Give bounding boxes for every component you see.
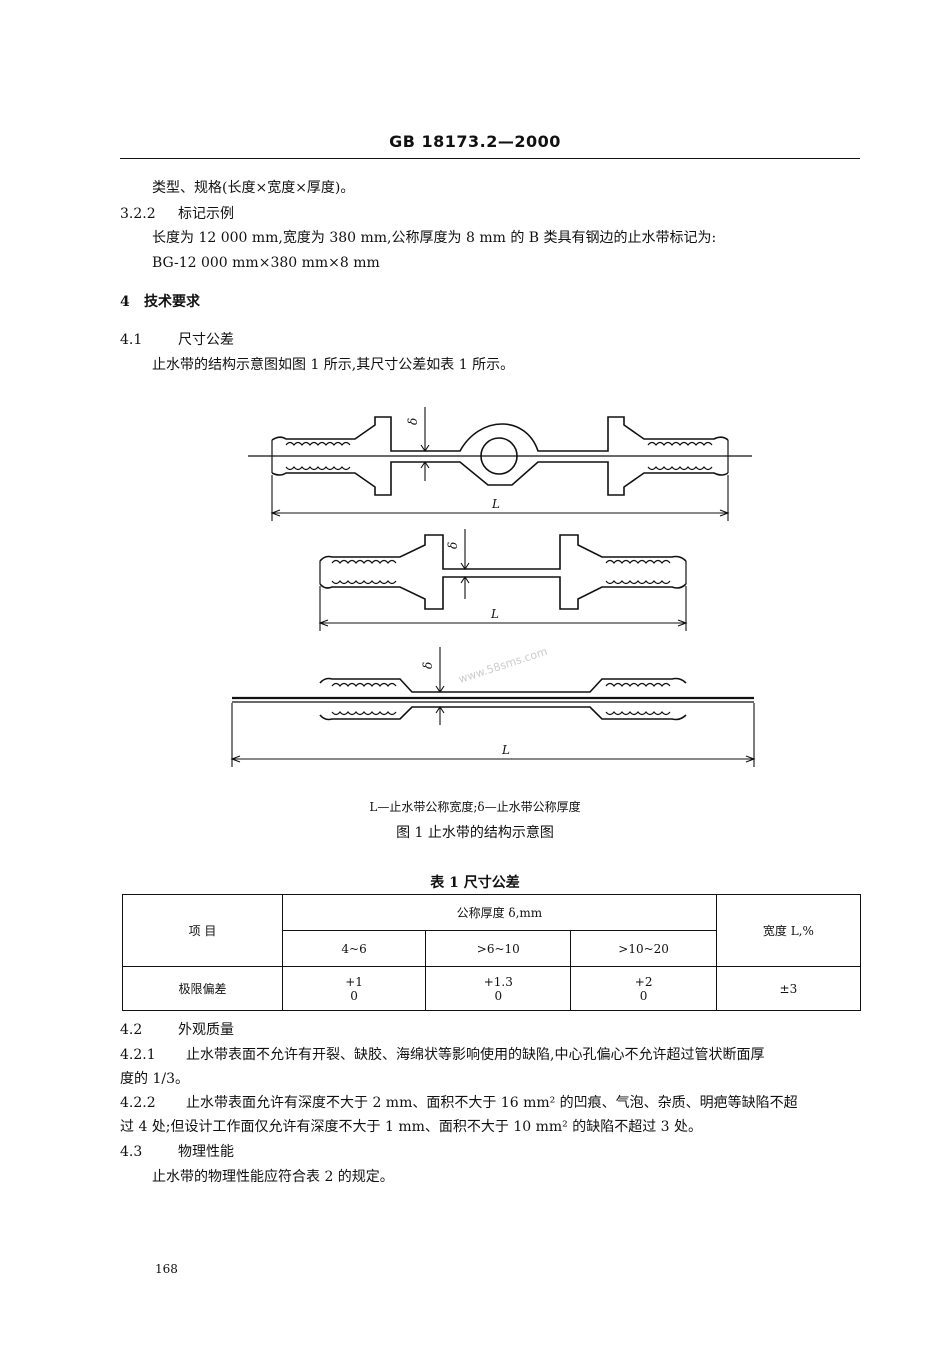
lower-deviation: 0	[494, 988, 503, 1003]
page-header: GB 18173.2—2000	[389, 132, 561, 151]
section-number: 3.2.2	[120, 206, 156, 222]
section-number: 4.1	[120, 332, 143, 348]
section-title: 技术要求	[144, 294, 200, 310]
range-cell: 4~6	[281, 930, 427, 967]
width-header: 宽度 L,%	[715, 894, 862, 967]
section-title: 标记示例	[178, 206, 234, 222]
thickness-label-b: δ	[446, 542, 460, 549]
row-label: 极限偏差	[122, 966, 283, 1011]
section-number: 4.2.1	[120, 1047, 156, 1063]
thickness-label-a: δ	[406, 418, 420, 425]
table-title: 表 1 尺寸公差	[430, 875, 520, 891]
figure-1-waterstop-diagrams: L L L δ δ δ www.58sms.com	[230, 407, 756, 767]
section-title: 尺寸公差	[178, 332, 234, 348]
section-3-2-2: 3.2.2 标记示例	[120, 204, 234, 224]
marking-example-text: 长度为 12 000 mm,宽度为 380 mm,公称厚度为 8 mm 的 B …	[152, 230, 717, 246]
lower-deviation: 0	[350, 988, 358, 1003]
thickness-header: 公称厚度 δ,mm	[281, 894, 717, 931]
section-4: 4 技术要求	[120, 292, 200, 312]
section-4-3: 4.3 物理性能	[120, 1142, 234, 1162]
thickness-label-c: δ	[421, 662, 435, 669]
section-title: 物理性能	[178, 1144, 234, 1160]
section-number: 4	[120, 294, 130, 310]
upper-deviation: +1	[345, 974, 363, 989]
upper-deviation: +1.3	[483, 974, 513, 989]
range-cell: >10~20	[570, 930, 717, 967]
diagram-steel-edge-waterstop	[230, 647, 756, 767]
type-spec-line: 类型、规格(长度×宽度×厚度)。	[152, 180, 355, 196]
diagram-flat-waterstop	[318, 529, 688, 631]
section-number: 4.3	[120, 1144, 143, 1160]
section-4-1-text: 止水带的结构示意图如图 1 所示,其尺寸公差如表 1 所示。	[152, 357, 515, 373]
figure-legend: L—止水带公称宽度;δ—止水带公称厚度	[369, 800, 581, 814]
figure-caption: 图 1 止水带的结构示意图	[396, 825, 554, 841]
section-4-2-2: 4.2.2 止水带表面允许有深度不大于 2 mm、面积不大于 16 mm² 的凹痕…	[120, 1093, 798, 1113]
section-4-2: 4.2 外观质量	[120, 1020, 234, 1040]
section-4-2-2-cont: 过 4 处;但设计工作面仅允许有深度不大于 1 mm、面积不大于 10 mm² …	[120, 1119, 703, 1135]
width-deviation-cell: ±3	[715, 966, 862, 1011]
lower-deviation: 0	[639, 988, 648, 1003]
section-text: 止水带表面允许有深度不大于 2 mm、面积不大于 16 mm² 的凹痕、气泡、杂…	[186, 1095, 798, 1111]
range-cell: >6~10	[425, 930, 572, 967]
header-rule	[120, 158, 860, 159]
section-number: 4.2	[120, 1022, 143, 1038]
section-text: 止水带表面不允许有开裂、缺胶、海绵状等影响使用的缺陷,中心孔偏心不允许超过管状断…	[186, 1047, 765, 1063]
section-4-2-1-cont: 度的 1/3。	[120, 1071, 189, 1087]
tolerance-table: 项 目 公称厚度 δ,mm 宽度 L,% 4~6 >6~10 >10~20 极限…	[122, 894, 862, 1011]
section-title: 外观质量	[178, 1022, 234, 1038]
section-4-2-1: 4.2.1 止水带表面不允许有开裂、缺胶、海绵状等影响使用的缺陷,中心孔偏心不允许…	[120, 1045, 764, 1065]
marking-example-code: BG-12 000 mm×380 mm×8 mm	[152, 255, 380, 271]
section-number: 4.2.2	[120, 1095, 156, 1111]
diagram-center-bulb-waterstop	[248, 407, 752, 521]
watermark: www.58sms.com	[457, 645, 549, 686]
item-header: 项 目	[122, 894, 283, 967]
width-label-c: L	[501, 743, 510, 757]
section-4-3-text: 止水带的物理性能应符合表 2 的规定。	[152, 1169, 394, 1185]
upper-deviation: +2	[634, 974, 653, 989]
width-label-b: L	[490, 607, 499, 621]
section-4-1: 4.1 尺寸公差	[120, 330, 234, 350]
width-label-a: L	[491, 497, 500, 511]
page-number: 168	[155, 1262, 178, 1276]
